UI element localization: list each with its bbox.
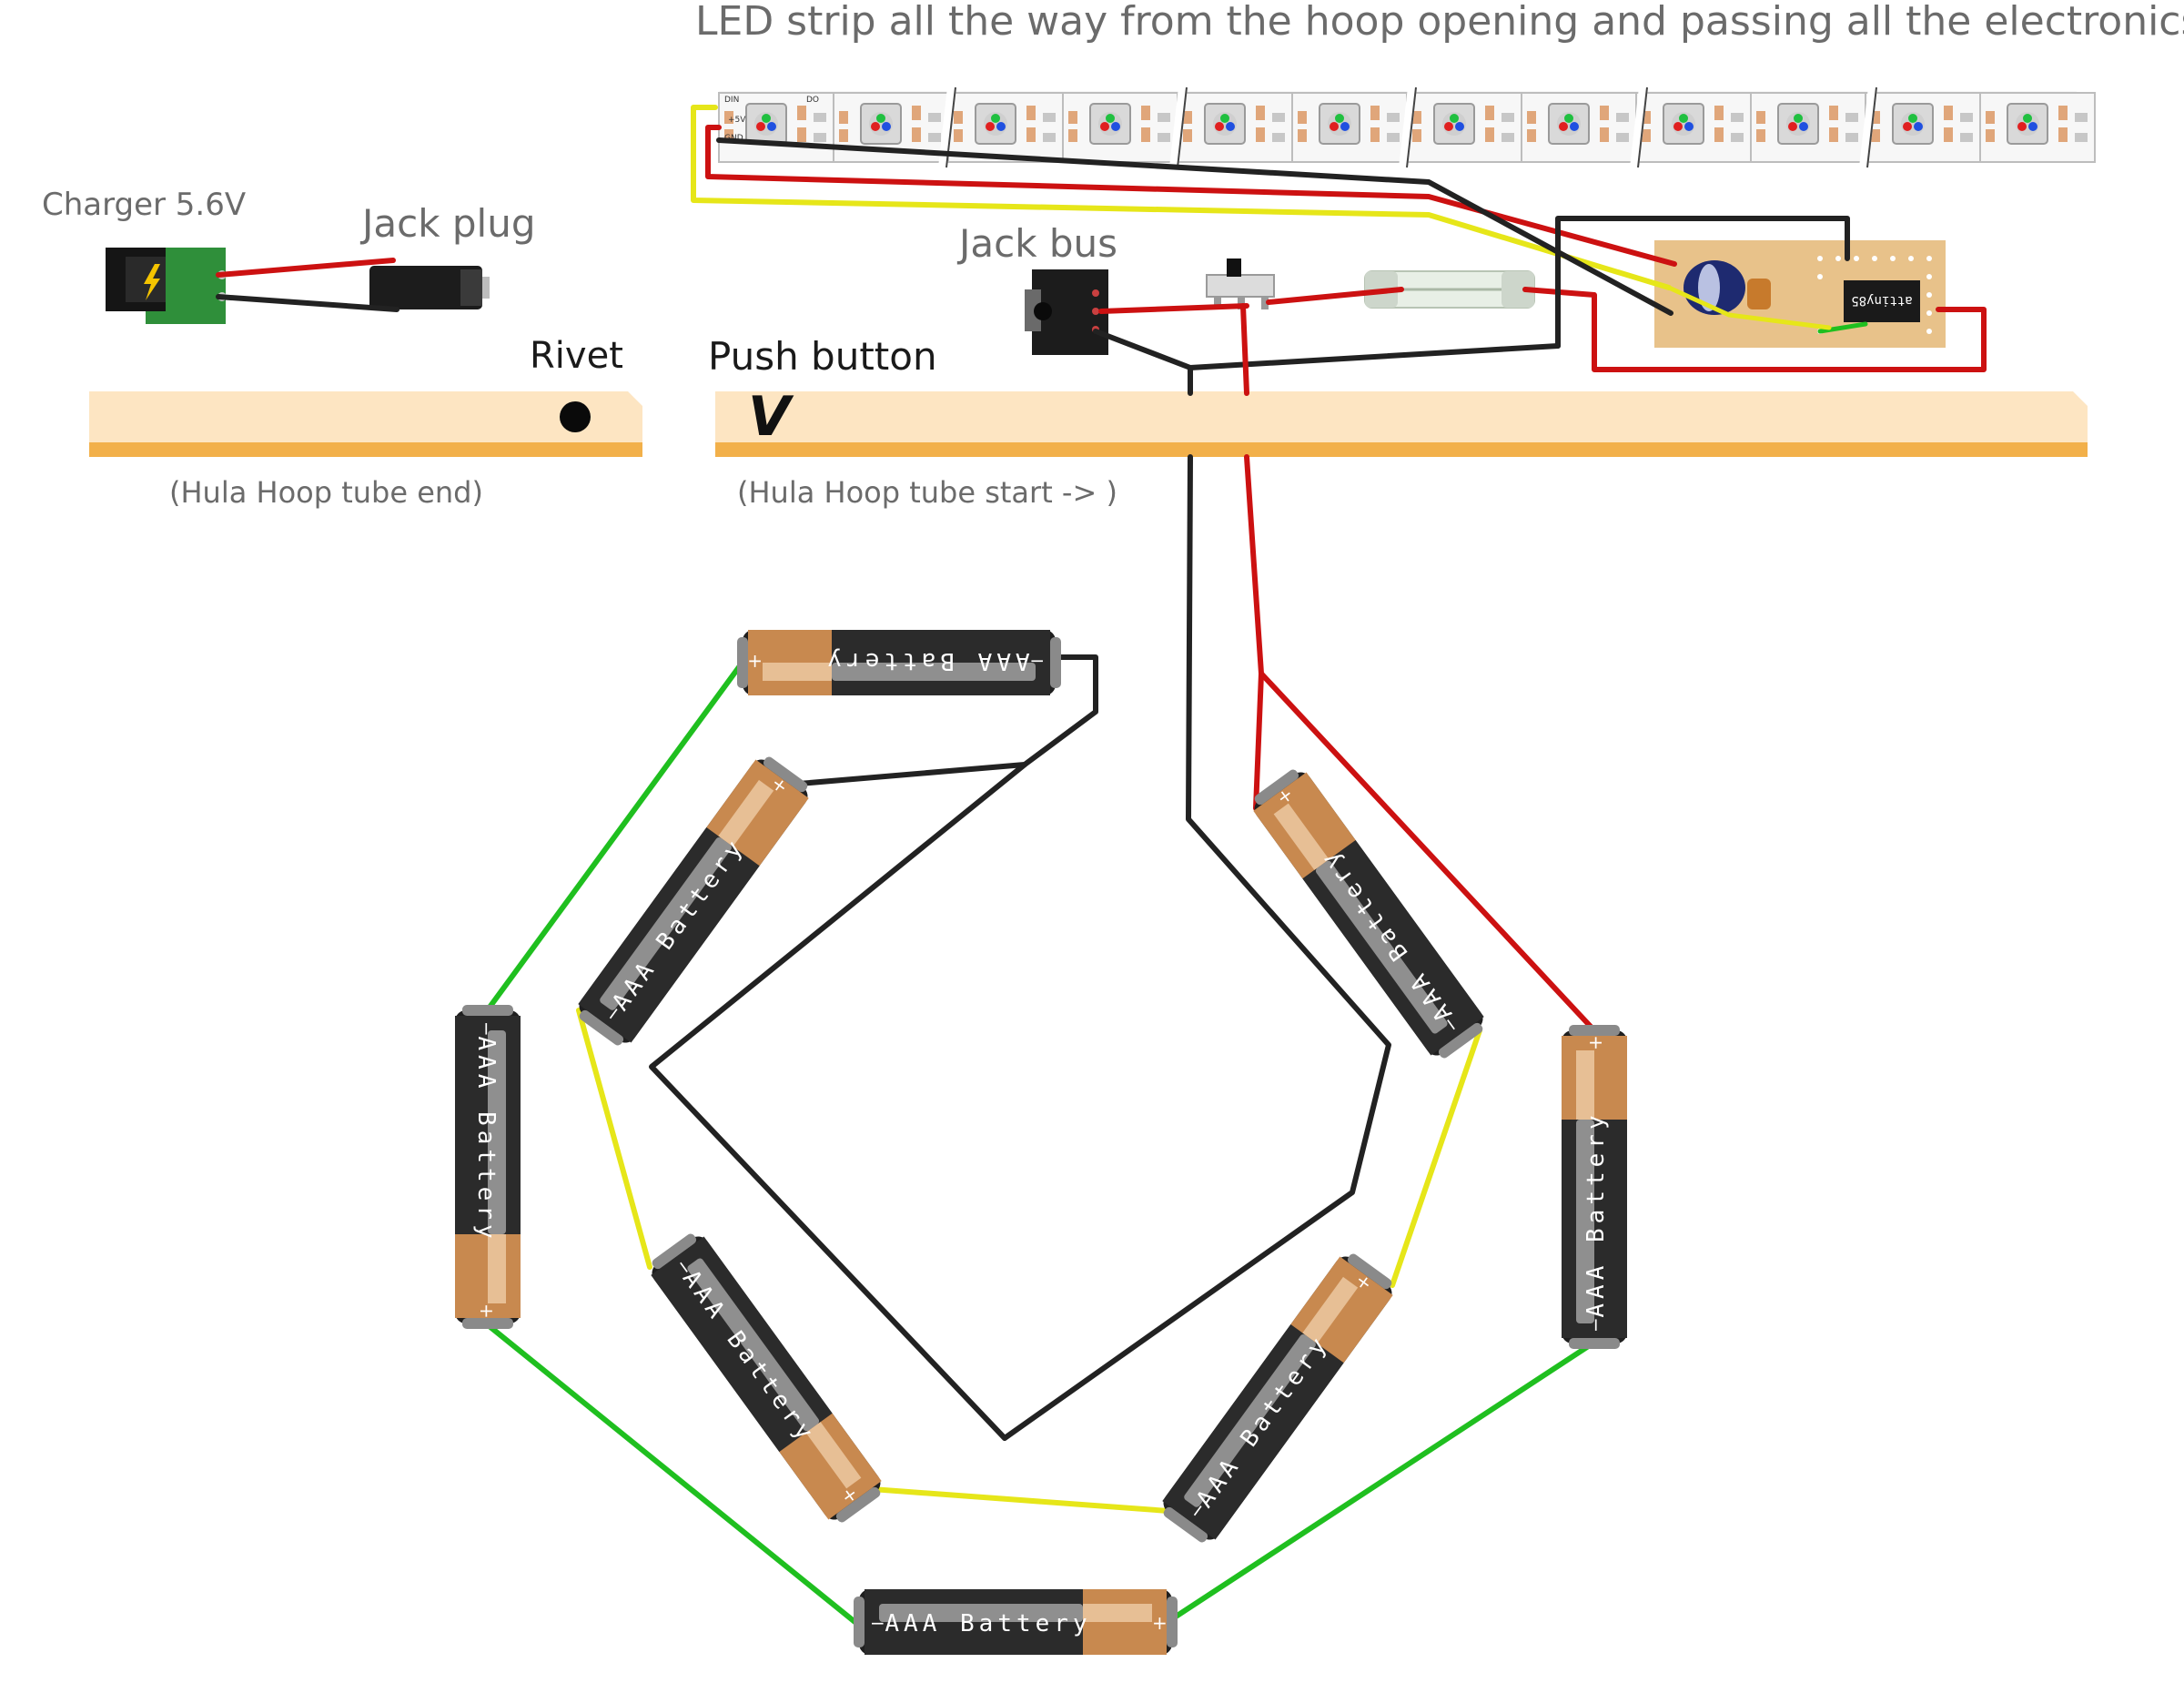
chip-label: attiny85 [1851, 293, 1912, 308]
battery-1-label: AAA Battery [823, 647, 1029, 674]
battery-2-label: AAA Battery [607, 833, 751, 1016]
jack-plug-label: Jack plug [359, 201, 536, 246]
battery-6-label: AAA Battery [1191, 1330, 1335, 1513]
charger-label: Charger 5.6V [42, 187, 246, 223]
battery-4-label: AAA Battery [677, 1265, 821, 1448]
push-button-label: Push button [708, 334, 937, 379]
strip-title: LED strip all the way from the hoop open… [695, 0, 2184, 45]
battery-6: AAA Battery [1156, 1247, 1400, 1549]
battery-8-label: AAA Battery [1314, 843, 1458, 1026]
battery-3-label: AAA Battery [472, 1036, 500, 1242]
control-board: attiny85 [1654, 240, 1946, 348]
tube-end [89, 391, 642, 457]
strip-pin-do: DO [806, 96, 819, 105]
tube-start: V [715, 385, 2088, 457]
attiny85-chip [1844, 280, 1920, 322]
rivet-label: Rivet [530, 335, 623, 377]
jack-plug [369, 266, 490, 309]
battery-5: AAA Battery [854, 1589, 1178, 1655]
rivet [560, 401, 591, 432]
battery-1: AAA Battery [737, 630, 1061, 695]
battery-3: AAA Battery [455, 1005, 521, 1329]
battery-5-label: AAA Battery [885, 1610, 1091, 1637]
charger-board [106, 248, 227, 324]
strip-pin-din: DIN [724, 96, 739, 105]
jack-bus-label: Jack bus [956, 221, 1117, 266]
strip-pin-5v: +5V [728, 116, 746, 125]
battery-2: AAA Battery [571, 750, 815, 1052]
slide-switch [1206, 259, 1275, 309]
led-strip: DIN +5V GND DO [718, 86, 2096, 168]
tube-end-label: (Hula Hoop tube end) [169, 475, 483, 510]
battery-7: AAA Battery [1562, 1025, 1627, 1349]
tube-start-label: (Hula Hoop tube start -> ) [737, 475, 1117, 510]
push-button-mark[interactable]: V [748, 385, 794, 449]
wires-top [216, 105, 1987, 396]
wires-batteries [483, 454, 1595, 1627]
jack-bus [1025, 269, 1108, 355]
battery-7-label: AAA Battery [1582, 1110, 1610, 1317]
lightning-icon [144, 264, 160, 300]
